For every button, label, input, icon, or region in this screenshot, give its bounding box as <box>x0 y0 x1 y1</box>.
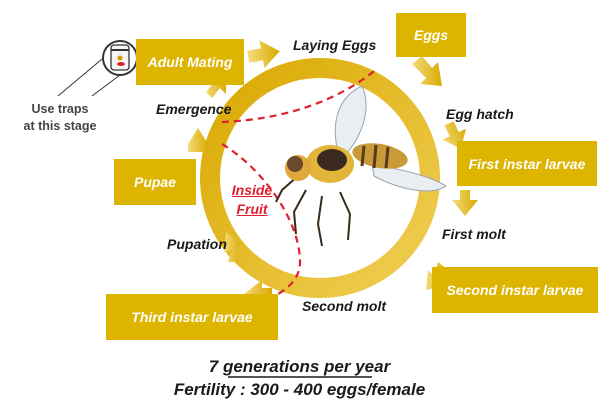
transition-first-molt: First molt <box>442 226 506 242</box>
transition-emergence: Emergence <box>156 101 231 117</box>
trap-callout-line-2: at this stage <box>10 118 110 135</box>
stage-third-instar-larvae: Third instar larvae <box>106 294 278 340</box>
trap-icon <box>103 41 137 75</box>
stage-second-instar-larvae: Second instar larvae <box>432 267 598 313</box>
stage-adult-mating: Adult Mating <box>136 39 244 85</box>
transition-pupation: Pupation <box>167 236 227 252</box>
cycle-arrow <box>188 128 208 152</box>
inside-fruit-label: Inside Fruit <box>226 181 278 219</box>
cycle-arrow <box>246 37 282 70</box>
transition-egg-hatch: Egg hatch <box>446 106 514 122</box>
transition-laying-eggs: Laying Eggs <box>293 37 376 53</box>
generations-per-year: 7 generations per year <box>0 357 599 377</box>
stage-eggs: Eggs <box>396 13 466 57</box>
trap-callout-line-1: Use traps <box>10 101 110 118</box>
cycle-arrow <box>452 190 478 216</box>
fertility-text: Fertility : 300 - 400 eggs/female <box>0 380 599 400</box>
inside-fruit-line-1: Inside <box>226 181 278 200</box>
stage-first-instar-larvae: First instar larvae <box>457 141 597 186</box>
stage-pupae: Pupae <box>114 159 196 205</box>
trap-callout-text: Use traps at this stage <box>10 101 110 135</box>
cycle-arrow <box>412 56 442 86</box>
transition-second-molt: Second molt <box>302 298 386 314</box>
inside-fruit-line-2: Fruit <box>226 200 278 219</box>
